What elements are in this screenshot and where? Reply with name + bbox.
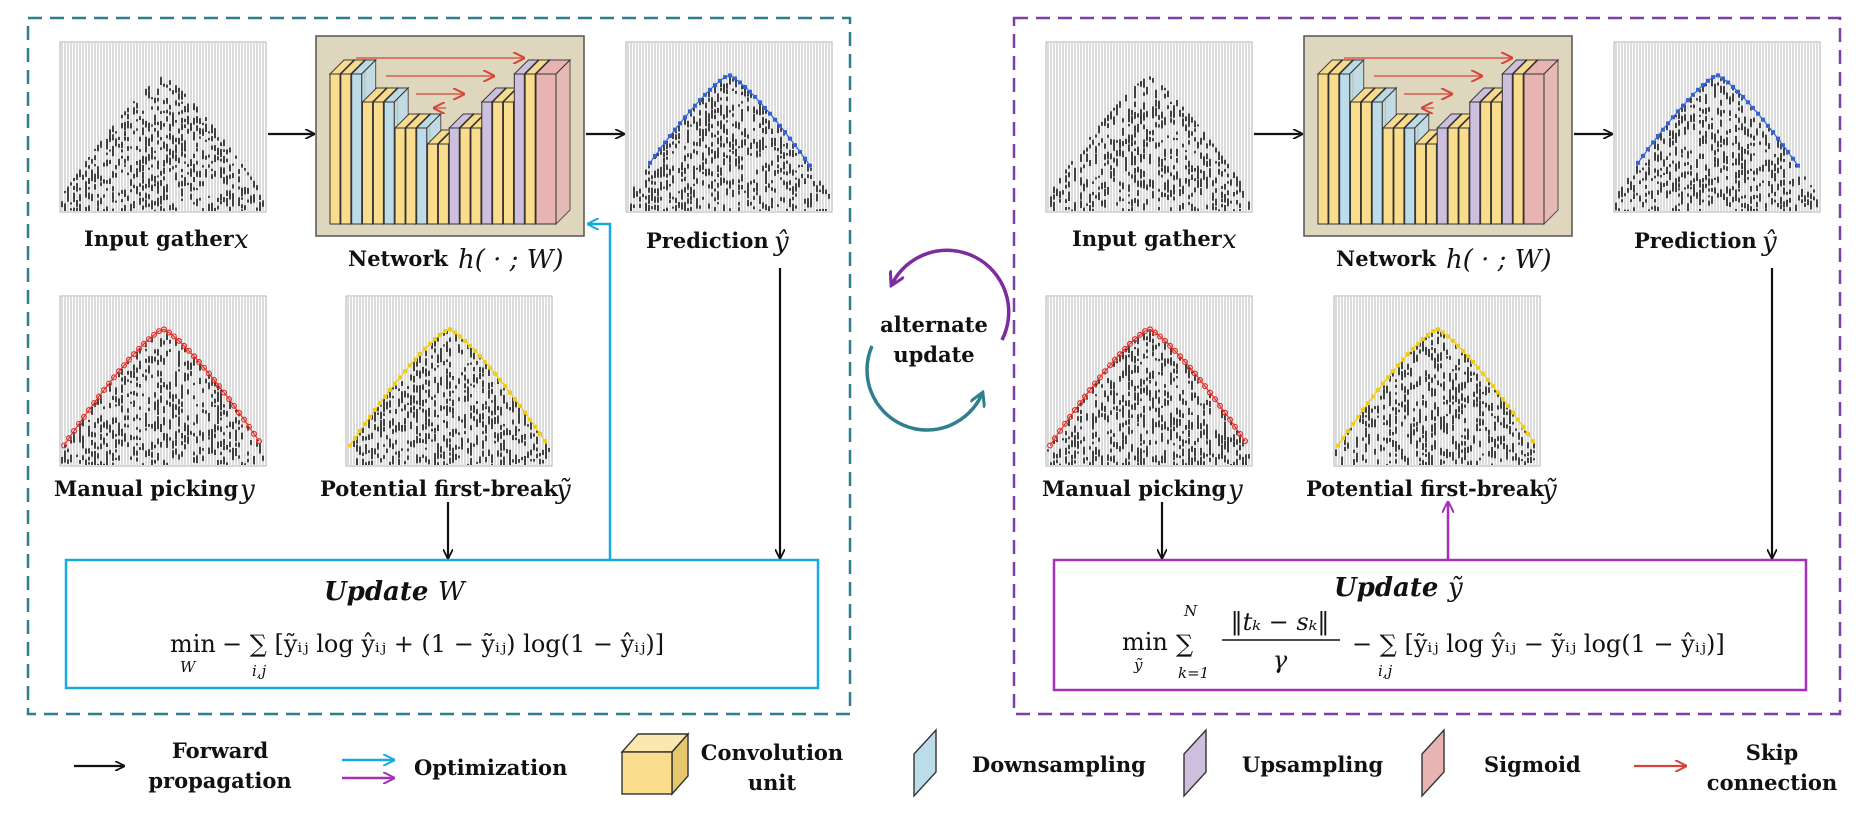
left-update-symbol: W [438,577,467,607]
right-update-word: Update [1334,573,1438,603]
left-network [315,35,585,237]
right-eq-frac-num: ‖tₖ − sₖ‖ [1231,608,1330,637]
left-eq-body: − ∑ [ỹᵢⱼ log ŷᵢⱼ + (1 − ỹᵢⱼ) log(1 − ŷᵢⱼ… [222,630,664,658]
left-network-symbol: h( · ; W) [458,245,564,275]
left-potential-gather [345,295,553,467]
right-panel: Input gather x Network h( · ; W) Predict… [1042,35,1821,692]
left-input-label: Input gather [84,226,235,251]
right-eq-min-sub: ỹ [1133,656,1143,674]
right-network-label: Network [1336,246,1436,271]
left-arrow-optimization [588,224,612,560]
right-prediction-symbol: ŷ [1761,227,1777,257]
legend-skip-line2: connection [1707,770,1837,795]
right-panel-frame [1012,16,1842,716]
legend-downsampling-label: Downsampling [972,752,1146,777]
legend-upsampling-label: Upsampling [1242,752,1384,777]
legend-conv-icon [620,732,690,796]
left-potential-symbol: ỹ [555,475,571,505]
left-prediction-gather [625,41,833,213]
right-manual-symbol: y [1227,475,1243,505]
legend-optimization-label: Optimization [414,755,567,780]
left-prediction-label: Prediction [646,228,769,253]
legend-forward-line1: Forward [172,738,269,763]
right-input-label: Input gather [1072,226,1223,251]
left-panel: Input gather x Network h( · ; W) Predict… [54,35,833,690]
right-eq-frac-den: γ [1273,646,1288,674]
right-eq-sum1: ∑ [1176,630,1193,658]
legend: Forward propagation Optimization Convolu… [74,728,1837,798]
legend-convolution-line1: Convolution [701,740,843,765]
right-manual-gather [1045,295,1253,467]
right-potential-label: Potential first-break [1306,476,1544,501]
right-input-gather [1045,41,1253,213]
legend-skip-line1: Skip [1746,740,1798,765]
right-manual-label: Manual picking [1042,476,1227,501]
right-eq-sum2-sub: i,j [1378,662,1393,680]
left-panel-frame [26,16,852,716]
cycle-arrow-bottom [865,345,982,432]
legend-convolution-line2: unit [748,770,797,795]
left-manual-gather [59,295,267,467]
right-prediction-gather [1613,41,1821,213]
cycle-label-line1: alternate [880,312,988,337]
left-eq-sum-sub: i,j [252,662,267,680]
legend-sigmoid-label: Sigmoid [1484,752,1581,777]
legend-sigmoid-icon [1421,728,1445,798]
left-network-label: Network [348,246,448,271]
right-input-symbol: x [1222,225,1237,255]
right-network [1303,35,1573,237]
left-input-gather [59,41,267,213]
right-update-symbol: ỹ [1447,573,1463,603]
left-manual-symbol: y [239,475,255,505]
right-network-symbol: h( · ; W) [1446,245,1552,275]
left-input-symbol: x [234,225,249,255]
left-update-word: Update [324,577,428,607]
cycle-arrow-top [892,248,1011,341]
right-update-box [1052,558,1808,692]
legend-downsampling-icon [913,728,937,798]
left-prediction-symbol: ŷ [773,227,789,257]
right-potential-symbol: ỹ [1541,475,1557,505]
cycle-label-line2: update [893,342,974,367]
legend-forward-line2: propagation [148,768,291,793]
left-eq-min-sub: W [180,658,197,676]
right-eq-sum1-sup: N [1183,602,1198,620]
left-eq-min: min [170,630,216,658]
legend-upsampling-icon [1183,728,1207,798]
left-update-box [64,558,820,690]
right-prediction-label: Prediction [1634,228,1757,253]
alternate-update-cycle: alternate update [865,248,1011,432]
right-eq-sum1-sub: k=1 [1178,664,1209,682]
right-eq-body: − ∑ [ỹᵢⱼ log ŷᵢⱼ − ỹᵢⱼ log(1 − ŷᵢⱼ)] [1352,630,1725,658]
left-potential-label: Potential first-break [320,476,558,501]
left-manual-label: Manual picking [54,476,239,501]
right-eq-min: min [1122,628,1168,656]
right-potential-gather [1333,295,1541,467]
